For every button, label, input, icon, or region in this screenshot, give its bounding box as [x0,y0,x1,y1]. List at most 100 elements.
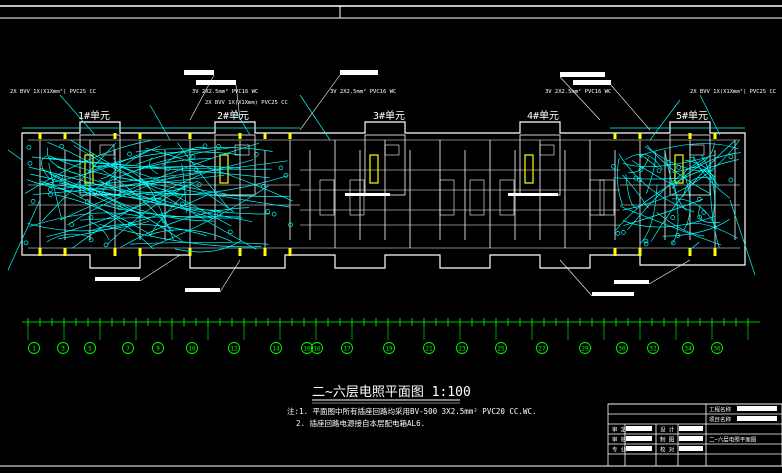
wire [148,229,233,243]
wire [145,175,288,196]
light-fixture [27,160,33,166]
wire [640,155,658,168]
light-fixture [676,165,682,170]
axis-bubble: 29 [579,342,591,354]
light-fixture [675,233,681,238]
wire [625,153,663,170]
wire [41,155,50,180]
wire [71,170,210,249]
axis-label: 21 [425,346,433,353]
axis-label: 9 [156,346,160,353]
wire [689,241,700,250]
light-fixture [103,242,109,248]
column-mark [288,248,292,256]
axis-bubble: 12 [228,342,240,354]
inner-walls [28,139,740,249]
wire [34,182,289,197]
column-mark [138,248,142,256]
column-mark [263,133,267,139]
wire [58,160,288,190]
light-fixture [196,182,202,187]
dimension-line [22,318,760,340]
wire [48,155,193,183]
axis-label: 16 [313,346,321,353]
leader-annotations [95,70,649,296]
wire [31,156,272,170]
wire [27,220,150,232]
column-mark [263,248,267,256]
axis-bubble: 23 [456,342,468,354]
wire [70,140,257,250]
axis-bubble: 10 [186,342,198,354]
wire [639,184,658,245]
title-block-fill [679,436,703,441]
light-fixture [701,210,707,215]
room-window [349,179,365,216]
light-fixture [216,144,222,149]
title-block-fill [737,406,777,411]
cable-label-1: 2X BVV 1X(X1Xmm²) PVC25 CC [10,88,96,95]
wire [120,207,250,248]
axis-bubble: 14 [270,342,282,354]
cable-label-2b: 2X BVV 1X(X1Xmm) PVC25 CC [205,100,288,106]
annotation-blob [560,72,605,77]
column-mark [688,248,692,256]
axis-bubble: 21 [423,342,435,354]
wire [38,149,150,186]
wire [26,179,187,195]
wire [628,157,649,174]
note-1: 注:1. 平面图中所有插座回路均采用BV-500 3X2.5mm² PVC20 … [287,406,537,416]
light-fixture [621,230,626,235]
unit-label-4: 4#单元 [527,110,559,122]
light-fixture [84,199,90,204]
wire [67,175,176,226]
light-fixture [190,154,196,160]
wire [671,152,741,189]
column-mark [688,133,692,139]
unit-label-1: 1#单元 [78,110,110,122]
column-mark [638,248,642,256]
light-fixture [127,151,132,157]
title-block-cell: 专 业 [612,446,627,454]
wire [662,219,730,237]
title-block-cell: 设 计 [660,426,675,434]
wire [650,139,736,242]
axis-label: 14 [272,346,280,353]
cable-labels: 2X BVV 1X(X1Xmm²) PVC25 CC 3V 2X2.5mm² P… [10,88,776,106]
wire [620,205,722,246]
cable-label-5: 2X BVV 1X(X1Xmm²) PVC25 CC [690,88,776,95]
light-fixture [92,190,98,195]
building-plan [21,121,746,269]
title-block-fill [626,436,652,441]
axis-label: 1 [32,346,36,353]
axis-bubble: 25 [495,342,507,354]
stair-fixture [369,154,379,184]
wire-leader [7,149,23,161]
leader-lines [139,74,691,297]
light-fixture [637,177,642,183]
wire-leader [234,109,251,136]
axis-bubble: 32 [647,342,659,354]
column-mark [38,133,42,139]
wire-leader [149,104,171,141]
column-mark [138,133,142,139]
wire [24,140,152,194]
wire [656,212,705,237]
stair-landing [689,144,705,156]
light-fixture [670,240,676,246]
stair-fixture [674,154,684,184]
title-block-cell: 制 图 [660,436,675,444]
light-fixture [670,215,676,220]
light-fixture [656,168,662,174]
annotation-blob [592,292,634,296]
column-mark [288,133,292,139]
wire [134,146,234,172]
wire [130,242,269,245]
axis-label: 32 [649,346,657,353]
wire [638,143,739,157]
light-fixture [638,167,644,172]
light-fixture [728,177,734,183]
title-block-fill [626,446,652,451]
light-fixture [128,221,133,227]
